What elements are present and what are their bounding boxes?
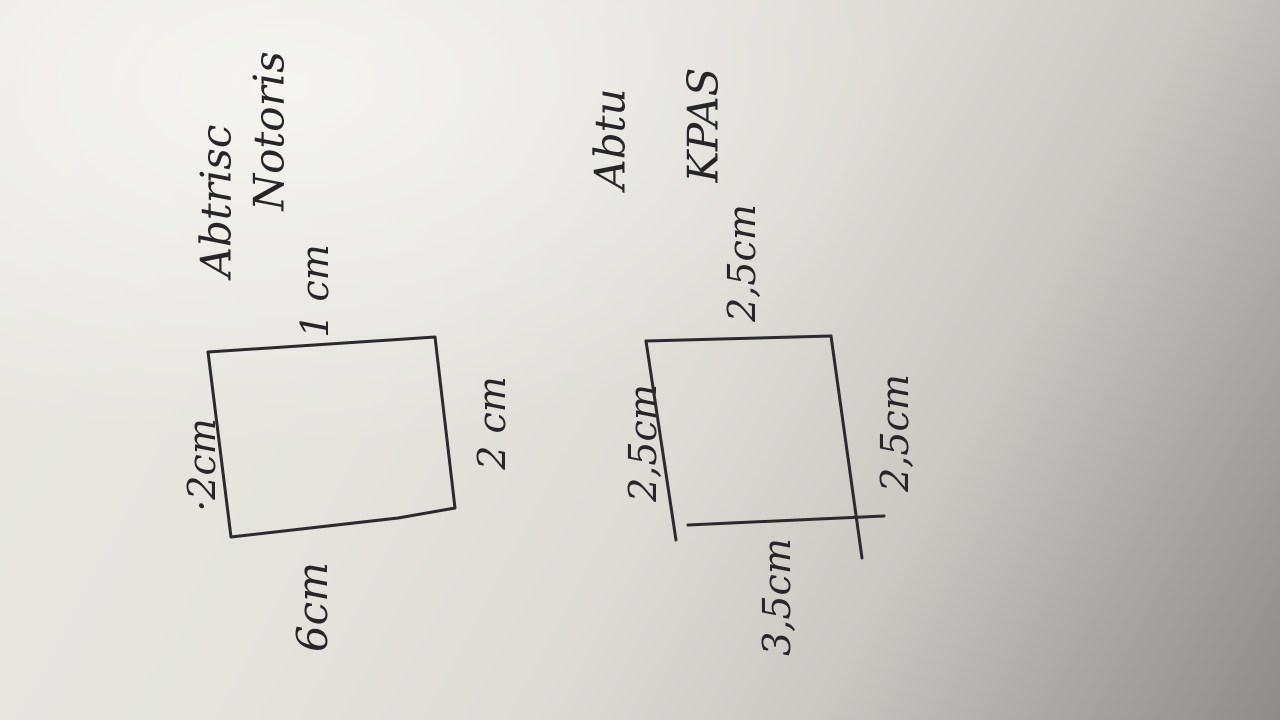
right-shape-left-edge <box>644 339 678 542</box>
right-top-label: 2,5cm <box>719 204 764 322</box>
right-title-line-1: Abtu <box>585 88 635 190</box>
right-right-label: 2,5cm <box>872 374 917 492</box>
left-right-label: 2 cm <box>469 376 514 470</box>
left-title-line-1: Abtrisc <box>191 124 241 278</box>
right-title-line-2: KPAS <box>678 67 728 183</box>
right-shape-top-edge <box>644 334 833 343</box>
right-left-label: 2,5cm <box>620 384 665 502</box>
left-rectangle <box>206 335 457 539</box>
right-shape-right-edge <box>829 334 864 560</box>
left-title-line-2: Notoris <box>244 51 294 211</box>
right-bottom-label: 3,5cm <box>754 538 799 656</box>
left-top-label: 1 cm <box>292 244 337 338</box>
left-bottom-label: 6cm <box>288 561 338 653</box>
right-shape-bottom-edge <box>686 514 886 527</box>
left-side-label: ·2cm <box>179 418 224 512</box>
